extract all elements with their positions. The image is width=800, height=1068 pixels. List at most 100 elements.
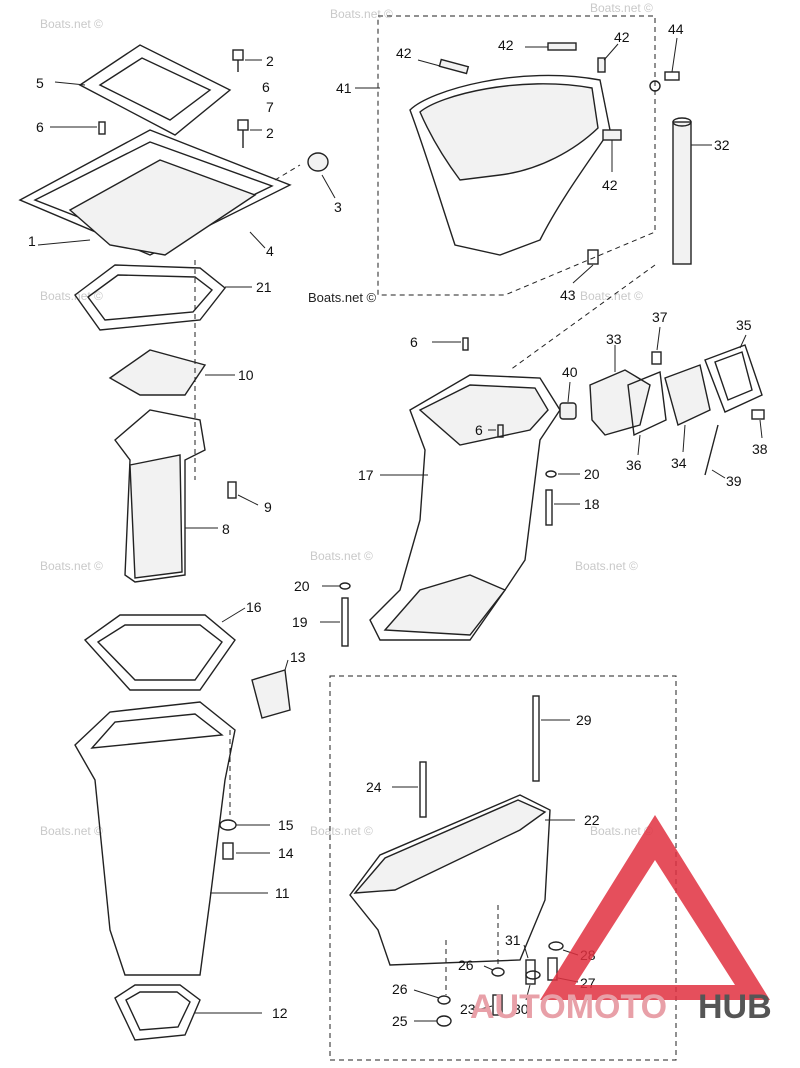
- callout-31: 31: [505, 932, 521, 948]
- callout-25: 25: [392, 1013, 408, 1029]
- watermark-text: Boats.net ©: [580, 289, 643, 303]
- callout-42: 42: [396, 45, 412, 61]
- site-label: Boats.net ©: [308, 290, 377, 305]
- part-washer-15: [219, 819, 270, 831]
- part-gasket-21: [74, 264, 252, 331]
- part-gasket-16: [83, 607, 246, 691]
- callout-44: 44: [668, 21, 684, 37]
- part-pin-6: [497, 424, 504, 438]
- callout-labels: 1 2 2 3 4 5 6 6 6 6 7 8 9 10 11 12 13 14…: [28, 21, 768, 1029]
- callout-39: 39: [726, 473, 742, 489]
- callout-8: 8: [222, 521, 230, 537]
- brand-text-part2: HUB: [698, 988, 772, 1026]
- part-stud-29: [532, 695, 570, 782]
- callout-22: 22: [584, 812, 600, 828]
- part-plate-10: [108, 349, 235, 396]
- callout-16: 16: [246, 599, 262, 615]
- part-pin-6: [98, 121, 106, 135]
- watermark-text: Boats.net ©: [590, 1, 653, 15]
- callout-5: 5: [36, 75, 44, 91]
- part-clip-13: [251, 659, 291, 719]
- callout-34: 34: [671, 455, 687, 471]
- watermark-text: Boats.net ©: [40, 559, 103, 573]
- callout-15: 15: [278, 817, 294, 833]
- callout-9: 9: [264, 499, 272, 515]
- callout-42: 42: [498, 37, 514, 53]
- watermark-text: Boats.net ©: [40, 289, 103, 303]
- watermark-text: Boats.net ©: [40, 824, 103, 838]
- cowl-group-box: [377, 15, 656, 296]
- part-bolt-38: [751, 409, 765, 439]
- part-bolt-44: [649, 37, 680, 92]
- callout-42: 42: [602, 177, 618, 193]
- part-bolt-43: [572, 249, 599, 284]
- part-gasket-36: [627, 371, 667, 456]
- part-rod-39: [704, 424, 726, 479]
- callout-38: 38: [752, 441, 768, 457]
- watermark-text: Boats.net ©: [590, 824, 653, 838]
- watermark-text: Boats.net ©: [330, 7, 393, 21]
- assembly-axis-line: [274, 164, 301, 181]
- callout-26: 26: [458, 957, 474, 973]
- part-lower-casing-22: [349, 794, 575, 966]
- logo-triangle-icon: [540, 815, 770, 1000]
- callout-18: 18: [584, 496, 600, 512]
- callout-17: 17: [358, 467, 374, 483]
- part-cover-34: [664, 364, 711, 453]
- part-washer-20: [545, 470, 557, 478]
- part-adapter-1: [18, 129, 292, 256]
- part-seal-40: [559, 381, 577, 420]
- part-plate-5: [54, 44, 232, 136]
- callout-20: 20: [294, 578, 310, 594]
- part-washer-20: [339, 582, 351, 590]
- callout-6: 6: [262, 79, 270, 95]
- callout-35: 35: [736, 317, 752, 333]
- callout-30: 30: [513, 1001, 529, 1017]
- callout-40: 40: [562, 364, 578, 380]
- callout-24: 24: [366, 779, 382, 795]
- callout-6: 6: [475, 422, 483, 438]
- callout-20: 20: [584, 466, 600, 482]
- callout-2: 2: [266, 125, 274, 141]
- callout-14: 14: [278, 845, 294, 861]
- brand-logo: AUTOMOTO HUB: [470, 815, 772, 1026]
- callout-43: 43: [560, 287, 576, 303]
- part-bolt-2: [232, 49, 262, 148]
- part-oilpan-11: [74, 701, 268, 976]
- callout-13: 13: [290, 649, 306, 665]
- part-casing-17: [369, 374, 561, 641]
- watermark-text: Boats.net ©: [40, 17, 103, 31]
- part-pin-6: [462, 337, 469, 351]
- watermark-text: Boats.net ©: [310, 549, 373, 563]
- part-bolt-18: [545, 489, 553, 526]
- callout-36: 36: [626, 457, 642, 473]
- part-pads-42: [417, 42, 622, 172]
- callout-32: 32: [714, 137, 730, 153]
- part-stud-24: [392, 761, 427, 818]
- part-bolt-14: [222, 842, 270, 860]
- callout-42: 42: [614, 29, 630, 45]
- watermarks: Boats.net © Boats.net © Boats.net © Boat…: [40, 1, 653, 838]
- brand-text-part1: AUTOMOTO: [470, 988, 667, 1026]
- assembly-axis-line: [509, 264, 656, 371]
- callout-6: 6: [410, 334, 418, 350]
- callout-1: 1: [28, 233, 36, 249]
- watermark-text: Boats.net ©: [575, 559, 638, 573]
- callout-12: 12: [272, 1005, 288, 1021]
- callout-23: 23: [460, 1001, 476, 1017]
- part-gasket-12: [114, 984, 262, 1041]
- part-exhaust-8: [114, 409, 218, 583]
- callout-4: 4: [266, 243, 274, 259]
- callout-6: 6: [36, 119, 44, 135]
- callout-33: 33: [606, 331, 622, 347]
- callout-21: 21: [256, 279, 272, 295]
- watermark-text: Boats.net ©: [310, 824, 373, 838]
- lower-group-box: [329, 675, 677, 1061]
- callout-26: 26: [392, 981, 408, 997]
- callout-2: 2: [266, 53, 274, 69]
- part-cowl-41: [355, 74, 611, 256]
- callout-3: 3: [334, 199, 342, 215]
- callout-19: 19: [292, 614, 308, 630]
- part-plug-3: [307, 152, 336, 199]
